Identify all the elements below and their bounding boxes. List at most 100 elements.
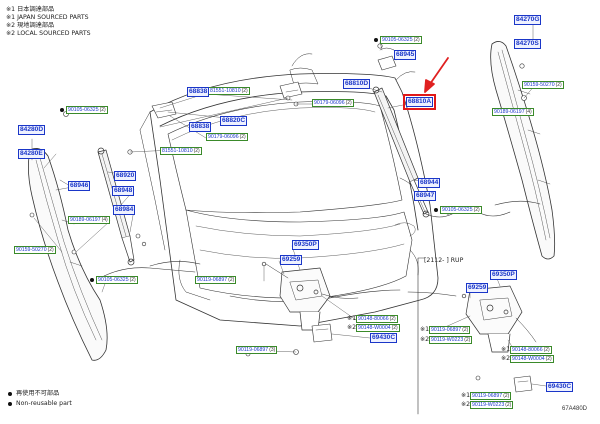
part-number-label[interactable]: 69350P — [490, 270, 517, 280]
part-number-label[interactable]: 68810D — [343, 79, 371, 89]
part-number-text: 68945 — [396, 51, 415, 58]
fastener-number-label[interactable]: 90189-06197(4) — [68, 216, 110, 224]
fastener-number-label[interactable]: 90119-W0223(2) — [470, 401, 514, 409]
fastener-number-label[interactable]: 90105-06325(2) — [440, 206, 482, 214]
fasteners — [29, 43, 527, 357]
fastener-number-label[interactable]: 90119-06897(2) — [195, 276, 237, 284]
part-number-text: 68920 — [116, 172, 135, 179]
part-number-text: 90105-06325 — [382, 37, 413, 43]
fastener-number-label[interactable]: 90179-06096(2) — [312, 99, 354, 107]
source-note-marker: ※2 — [461, 401, 471, 408]
fastener-number-label[interactable]: 90148-80066(2) — [356, 315, 398, 323]
part-number-text: 68810D — [345, 80, 369, 87]
part-number-label[interactable]: 69259 — [466, 283, 489, 293]
fastener-number-label[interactable]: 90105-06325(2) — [66, 106, 108, 114]
rup-range-note: [2112- ] RUP — [424, 257, 464, 264]
fastener-number-label[interactable]: 90119-06897(2) — [470, 392, 512, 400]
part-number-label[interactable]: 84280D — [18, 125, 46, 135]
part-number-text: 69259 — [282, 256, 301, 263]
quantity-text: (4) — [525, 109, 532, 115]
quantity-text: (3) — [269, 347, 276, 353]
right-side-panel — [490, 41, 556, 260]
part-number-text: 81551-10810 — [210, 88, 241, 94]
source-note-marker: ※2 — [347, 324, 357, 331]
non-reusable-dot-icon — [8, 402, 12, 406]
part-number-label[interactable]: 68820C — [220, 116, 248, 126]
note-local-en: ※2 LOCAL SOURCED PARTS — [6, 30, 91, 37]
latch-assembly-main — [261, 261, 359, 331]
part-number-label[interactable]: 68946 — [68, 181, 91, 191]
quantity-text: (2) — [545, 356, 552, 362]
fastener-number-label[interactable]: 90148-W0004(2) — [510, 355, 554, 363]
fastener-number-label[interactable]: 81551-10810(2) — [160, 147, 202, 155]
part-number-text: 84280E — [20, 150, 43, 157]
part-number-text: 90189-06197 — [70, 217, 101, 223]
quantity-text: (2) — [543, 347, 550, 353]
fastener-number-label[interactable]: 90105-06325(2) — [96, 276, 138, 284]
non-reusable-dot-icon — [374, 38, 378, 42]
part-number-label-highlighted[interactable]: 68810A — [402, 94, 437, 110]
part-number-text: 84270G — [516, 16, 540, 23]
fastener-number-label[interactable]: 90119-06897(3) — [236, 346, 278, 354]
part-number-label[interactable]: 69430C — [370, 333, 398, 343]
part-number-text: 68944 — [420, 179, 439, 186]
fastener-number-label[interactable]: 90159-50270(2) — [522, 81, 564, 89]
note-local-jp: ※2 現地調達部品 — [6, 22, 55, 29]
part-number-text: 90148-80066 — [358, 316, 389, 322]
fastener-number-label[interactable]: 90148-W0004(2) — [356, 324, 400, 332]
quantity-text: (4) — [101, 217, 108, 223]
part-number-label[interactable]: 68948 — [112, 186, 135, 196]
fastener-number-label[interactable]: 90148-80066(2) — [510, 346, 552, 354]
quantity-text: (2) — [555, 82, 562, 88]
part-number-text: 90105-06325 — [98, 277, 129, 283]
fastener-number-label[interactable]: 90179-06096(2) — [206, 133, 248, 141]
fastener-number-label[interactable]: 90105-06325(2) — [380, 36, 422, 44]
part-number-label[interactable]: 68945 — [394, 50, 417, 60]
part-number-text: 68947 — [416, 192, 435, 199]
part-number-text: 90119-06897 — [431, 327, 462, 333]
part-number-label[interactable]: 84270S — [514, 39, 541, 49]
part-number-label[interactable]: 84270G — [514, 15, 542, 25]
fastener-number-label[interactable]: 81551-10810(2) — [208, 87, 250, 95]
source-note-marker: ※1 — [461, 392, 471, 399]
fastener-number-label[interactable]: 90119-W0223(2) — [429, 336, 473, 344]
part-number-text: 90148-80066 — [512, 347, 543, 353]
part-number-text: 90119-06897 — [472, 393, 503, 399]
part-number-text: 68820C — [222, 117, 246, 124]
source-note-marker: ※2 — [420, 336, 430, 343]
fastener-number-label[interactable]: 90119-06897(2) — [429, 326, 471, 334]
part-number-text: 90148-W0004 — [358, 325, 391, 331]
quantity-text: (2) — [129, 277, 136, 283]
quantity-text: (2) — [473, 207, 480, 213]
note-japan-jp: ※1 日本調達部品 — [6, 6, 55, 13]
striker-main — [311, 323, 333, 343]
part-number-label[interactable]: 68944 — [418, 178, 441, 188]
quantity-text: (2) — [464, 337, 471, 343]
part-number-text: 68984 — [115, 206, 134, 213]
part-number-label[interactable]: 68947 — [414, 191, 437, 201]
part-number-label[interactable]: 68984 — [113, 205, 136, 215]
part-number-label[interactable]: 84280E — [18, 149, 45, 159]
quantity-text: (2) — [505, 402, 512, 408]
part-number-text: 90159-50270 — [16, 247, 47, 253]
quantity-text: (2) — [345, 100, 352, 106]
part-number-label[interactable]: 68838 — [187, 87, 210, 97]
quantity-text: (2) — [47, 247, 54, 253]
part-number-label[interactable]: 68838 — [189, 122, 212, 132]
part-number-text: 90119-W0223 — [472, 402, 505, 408]
part-number-text: 69430C — [548, 383, 572, 390]
source-note-marker: ※1 — [501, 346, 511, 353]
fastener-number-label[interactable]: 90189-06197(4) — [492, 108, 534, 116]
part-number-text: 68810A — [408, 98, 432, 105]
part-number-label[interactable]: 69350P — [292, 240, 319, 250]
part-number-text: 90189-06197 — [494, 109, 525, 115]
quantity-text: (2) — [462, 327, 469, 333]
part-number-label[interactable]: 69430C — [546, 382, 574, 392]
part-number-label[interactable]: 68920 — [114, 171, 137, 181]
part-number-text: 90148-W0004 — [512, 356, 545, 362]
part-number-text: 90119-W0223 — [431, 337, 464, 343]
fastener-number-label[interactable]: 90159-50270(2) — [14, 246, 56, 254]
part-number-label[interactable]: 69259 — [280, 255, 303, 265]
part-number-text: 90179-06096 — [314, 100, 345, 106]
